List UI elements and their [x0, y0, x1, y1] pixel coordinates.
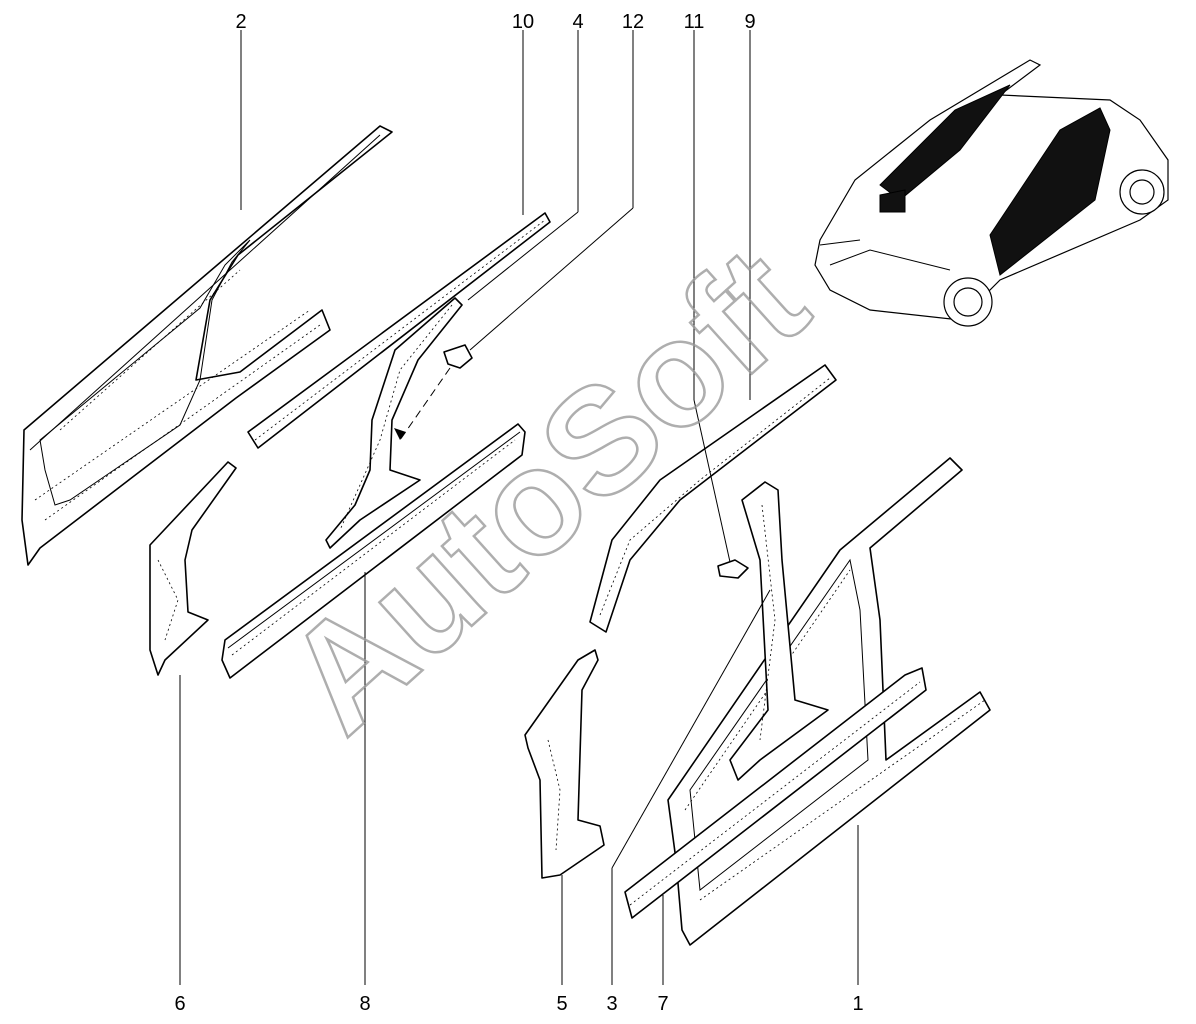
part-4-a-pillar-inner — [325, 297, 463, 549]
part-6-a-pillar-lower — [149, 461, 237, 676]
part-9-roof-rail-curved — [589, 364, 837, 633]
part-8-sill — [221, 423, 526, 679]
callout-10: 10 — [512, 11, 534, 33]
callout-8: 8 — [359, 993, 370, 1015]
callout-2: 2 — [235, 11, 246, 33]
callout-7: 7 — [657, 993, 668, 1015]
part-11-bracket — [717, 559, 749, 579]
callout-12: 12 — [622, 11, 644, 33]
part-7-inner-sill — [624, 667, 927, 919]
part-5-b-pillar-lower — [524, 649, 605, 879]
part-1-side-frame-assembly — [667, 457, 991, 946]
callout-11: 11 — [684, 11, 705, 33]
callout-5: 5 — [556, 993, 567, 1015]
part-10-roof-rail — [247, 212, 551, 449]
callout-1: 1 — [852, 993, 863, 1015]
callout-6: 6 — [174, 993, 185, 1015]
part-2-side-frame — [21, 125, 393, 566]
car-body-illustration-icon — [814, 59, 1169, 327]
callout-4: 4 — [572, 11, 583, 33]
callout-3: 3 — [606, 993, 617, 1015]
callout-9: 9 — [744, 11, 755, 33]
part-3-b-pillar-inner — [729, 481, 829, 781]
callout-labels: 2 10 4 12 11 9 6 8 5 3 7 1 — [174, 11, 863, 1015]
leader-lines — [179, 30, 859, 985]
part-12-bracket — [394, 344, 473, 441]
